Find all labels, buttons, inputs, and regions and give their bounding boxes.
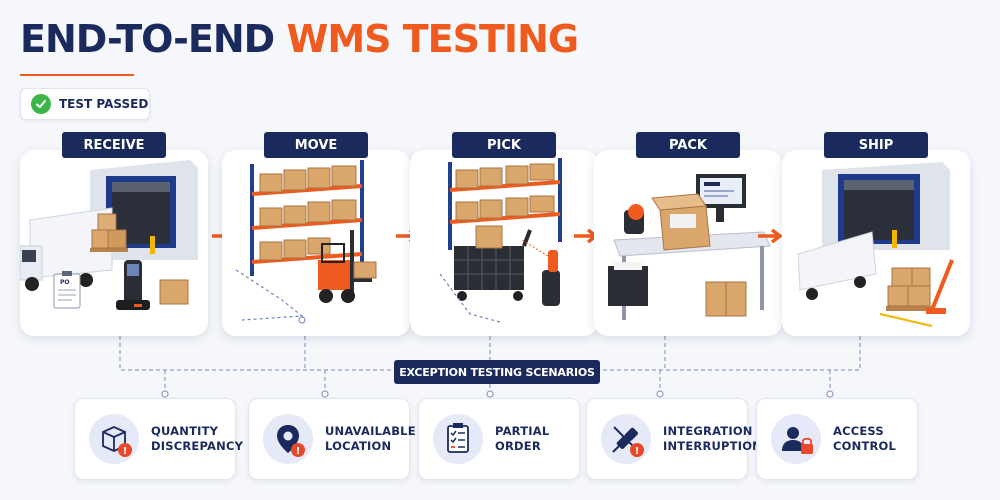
box-alert-icon: ! [89,414,139,464]
pack-illustration [608,174,771,320]
stage-receive-card: PO [20,150,208,336]
stage-label-pack: PACK [636,132,740,158]
user-lock-icon [771,414,821,464]
stage-ship-card [782,150,970,336]
svg-text:!: ! [123,446,128,457]
stage-pick: PICK [410,132,598,336]
exception-label: UNAVAILABLE LOCATION [325,424,416,453]
pick-illustration [439,158,562,323]
svg-text:!: ! [296,446,301,457]
exception-unavailable-location: ! UNAVAILABLE LOCATION [248,398,416,480]
stage-receive: PO RECEIVE [20,132,208,336]
stage-pack: PACK [594,132,782,336]
ship-illustration [797,162,954,327]
stage-ship: SHIP [782,132,970,336]
page-title: END-TO-END WMS TESTING [20,16,579,62]
svg-text:!: ! [635,446,640,457]
title-part-2: WMS TESTING [286,17,579,61]
clipboard-text: PO [60,279,70,286]
exception-quantity-discrepancy: ! QUANTITY DISCREPANCY [74,398,243,480]
exception-label: PARTIAL ORDER [495,424,550,453]
exception-label: QUANTITY DISCREPANCY [151,424,244,453]
stage-pick-card [410,150,598,336]
move-illustration [235,160,377,324]
exception-scenarios-title: EXCEPTION TESTING SCENARIOS [394,360,600,384]
stage-pack-card [594,150,782,336]
test-passed-badge: TEST PASSED [20,88,150,120]
exception-partial-order: PARTIAL ORDER [418,398,580,480]
check-circle-icon [31,94,51,114]
stage-label-move: MOVE [264,132,368,158]
checklist-icon [433,414,483,464]
arrow-right-icon [758,228,783,244]
stage-label-receive: RECEIVE [62,132,166,158]
exception-label: ACCESS CONTROL [833,424,897,453]
unplugged-icon: ! [601,414,651,464]
exception-label: INTEGRATION INTERRUPTION [663,424,763,453]
badge-text: TEST PASSED [59,97,149,111]
stage-label-ship: SHIP [824,132,928,158]
exception-integration-interruption: ! INTEGRATION INTERRUPTION [586,398,762,480]
stage-move-card [222,150,410,336]
exception-access-control: ACCESS CONTROL [756,398,918,480]
receive-illustration: PO [20,160,198,310]
location-pin-icon: ! [263,414,313,464]
title-part-1: END-TO-END [20,17,287,61]
title-underline [20,74,134,76]
stage-label-pick: PICK [452,132,556,158]
stage-move: MOVE [222,132,410,336]
